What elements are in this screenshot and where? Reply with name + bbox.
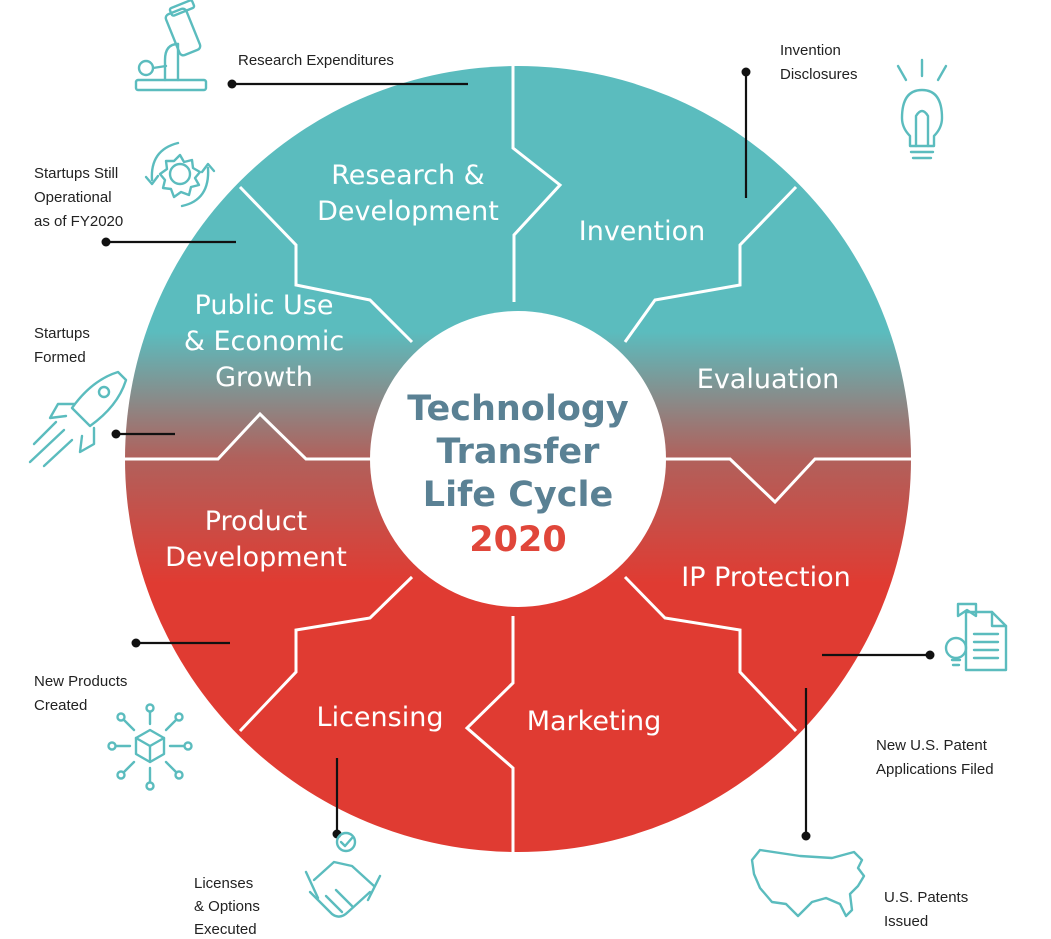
- segment-product-label-2: Development: [165, 542, 347, 573]
- center-circle: [370, 311, 666, 607]
- segment-marketing-label: Marketing: [527, 706, 662, 737]
- usa-map-icon: [750, 848, 866, 918]
- leader-invention-dot: [741, 67, 751, 77]
- callout-startups-formed: Startups Formed: [34, 325, 90, 366]
- leader-lines: [101, 67, 935, 841]
- callout-licenses: Licenses & Options Executed: [194, 875, 260, 938]
- callout-licenses-line-2: & Options: [194, 898, 260, 915]
- segment-evaluation-label: Evaluation: [697, 364, 839, 395]
- leader-patents-issued-dot: [801, 831, 811, 841]
- segment-product-development: Product Development: [165, 506, 347, 573]
- microscope-icon: [134, 0, 208, 92]
- center-title-line-1: Technology: [407, 389, 629, 429]
- center-title-line-3: Life Cycle: [423, 475, 613, 515]
- callout-patents-issued-line-1: U.S. Patents: [884, 889, 968, 906]
- segment-product-label-1: Product: [205, 506, 308, 537]
- segment-invention-label: Invention: [579, 216, 706, 247]
- handshake-icon: [304, 831, 382, 918]
- segment-research: Research & Development: [317, 160, 499, 227]
- callout-startups-operational: Startups Still Operational as of FY2020: [34, 165, 123, 230]
- callout-patent-applications: New U.S. Patent Applications Filed: [876, 737, 994, 778]
- segment-evaluation: Evaluation: [697, 364, 839, 395]
- callout-new-products-line-2: Created: [34, 697, 87, 714]
- callout-startups-formed-line-2: Formed: [34, 349, 86, 366]
- lightbulb-icon: [896, 58, 948, 160]
- callout-invention-disclosures-line-2: Disclosures: [780, 66, 858, 83]
- callout-licenses-line-1: Licenses: [194, 875, 253, 892]
- center-year: 2020: [469, 520, 566, 560]
- callout-startups-operational-line-1: Startups Still: [34, 165, 118, 182]
- segment-public-use: Public Use & Economic Growth: [184, 290, 344, 393]
- segment-ip-protection: IP Protection: [681, 562, 850, 593]
- callout-patent-applications-line-2: Applications Filed: [876, 761, 994, 778]
- callout-startups-operational-line-2: Operational: [34, 189, 112, 206]
- callout-research-expenditures-line-1: Research Expenditures: [238, 52, 394, 69]
- segment-research-label-1: Research &: [331, 160, 484, 191]
- callout-licenses-line-3: Executed: [194, 921, 257, 938]
- callout-invention-disclosures-line-1: Invention: [780, 42, 841, 59]
- leader-patent-applications-dot: [925, 650, 935, 660]
- callout-new-products-line-1: New Products: [34, 673, 127, 690]
- gear-cycle-icon: [144, 141, 216, 208]
- segment-public-label-1: Public Use: [195, 290, 334, 321]
- segment-dividers: [125, 66, 911, 852]
- segment-public-label-2: & Economic: [184, 326, 344, 357]
- product-network-icon: [107, 703, 193, 791]
- patent-document-icon: [944, 602, 1008, 672]
- leader-research-dot: [227, 79, 237, 89]
- segment-licensing: Licensing: [317, 702, 444, 733]
- callout-patent-applications-line-1: New U.S. Patent: [876, 737, 988, 754]
- leader-startups-formed-dot: [111, 429, 121, 439]
- callout-startups-formed-line-1: Startups: [34, 325, 90, 342]
- center-title-line-2: Transfer: [437, 432, 601, 472]
- callout-startups-operational-line-3: as of FY2020: [34, 213, 123, 230]
- callout-patents-issued: U.S. Patents Issued: [884, 889, 968, 930]
- callout-invention-disclosures: Invention Disclosures: [780, 42, 858, 83]
- segment-ip-protection-label: IP Protection: [681, 562, 850, 593]
- segment-marketing: Marketing: [527, 706, 662, 737]
- segment-research-label-2: Development: [317, 196, 499, 227]
- callout-patents-issued-line-2: Issued: [884, 913, 928, 930]
- callout-research-expenditures: Research Expenditures: [238, 52, 394, 69]
- segment-invention: Invention: [579, 216, 706, 247]
- leader-startups-operational-dot: [101, 237, 111, 247]
- leader-new-products-dot: [131, 638, 141, 648]
- callout-new-products: New Products Created: [34, 673, 127, 714]
- rocket-icon: [28, 370, 128, 468]
- segment-public-label-3: Growth: [215, 362, 313, 393]
- segment-licensing-label: Licensing: [317, 702, 444, 733]
